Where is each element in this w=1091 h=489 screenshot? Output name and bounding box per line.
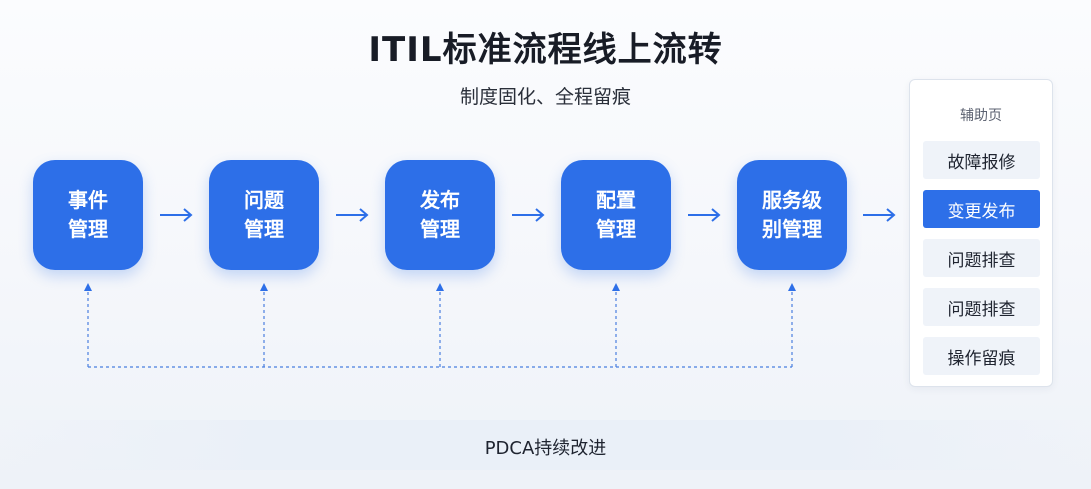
process-step-label: 服务级 别管理: [762, 188, 822, 241]
process-step-label: 配置 管理: [596, 188, 636, 241]
process-step-service-level[interactable]: 服务级 别管理: [737, 160, 847, 270]
process-step-label: 发布 管理: [420, 188, 460, 241]
page-title: ITIL标准流程线上流转: [368, 30, 723, 70]
page-subtitle: 制度固化、全程留痕: [459, 86, 631, 108]
process-step-incident[interactable]: 事件 管理: [33, 160, 143, 270]
process-step-problem[interactable]: 问题 管理: [209, 160, 319, 270]
auxiliary-panel: 辅助页 故障报修 变更发布 问题排查 问题排查 操作留痕: [909, 79, 1053, 387]
panel-item-change-release[interactable]: 变更发布: [923, 190, 1040, 228]
panel-item-problem-investigation[interactable]: 问题排查: [923, 288, 1040, 326]
right-arrow-icon: [160, 208, 193, 222]
right-arrow-icon: [688, 208, 721, 222]
footer-band: [0, 420, 1091, 470]
panel-item-operation-log[interactable]: 操作留痕: [923, 337, 1040, 375]
process-step-label: 事件 管理: [68, 188, 108, 241]
process-step-release[interactable]: 发布 管理: [385, 160, 495, 270]
panel-item-problem-investigation[interactable]: 问题排查: [923, 239, 1040, 277]
right-arrow-icon: [863, 208, 896, 222]
right-arrow-icon: [512, 208, 545, 222]
auxiliary-panel-title: 辅助页: [960, 108, 1002, 124]
pdca-label: PDCA持续改进: [484, 438, 607, 459]
panel-item-fault-report[interactable]: 故障报修: [923, 141, 1040, 179]
process-step-configuration[interactable]: 配置 管理: [561, 160, 671, 270]
right-arrow-icon: [336, 208, 369, 222]
process-step-label: 问题 管理: [244, 188, 284, 241]
